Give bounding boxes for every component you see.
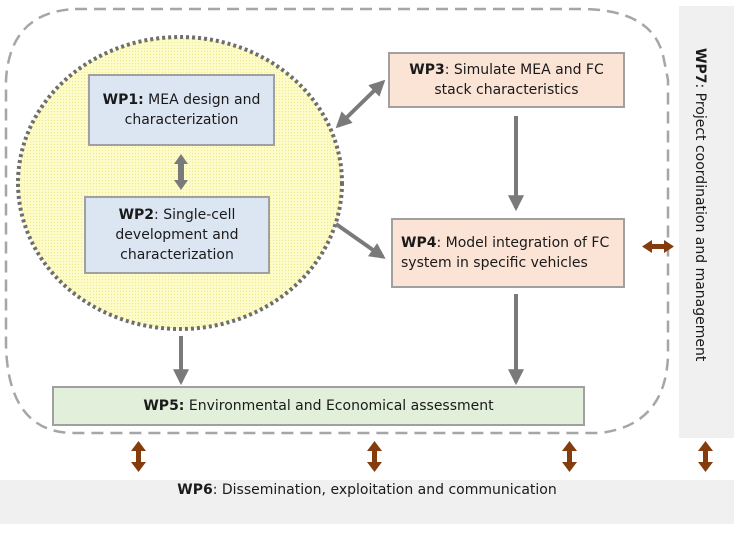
- wp4-box[interactable]: WP4: Model integration of FC system in s…: [391, 218, 625, 288]
- brown-arrow-1: [131, 441, 146, 472]
- wp7-label: WP7: Project coordination and management: [692, 48, 708, 362]
- wp6-band: [0, 480, 734, 524]
- wp5-label: WP5: Environmental and Economical assess…: [143, 398, 494, 414]
- wp6-label: WP6: Dissemination, exploitation and com…: [177, 482, 557, 498]
- wp4-label: WP4: Model integration of FC system in s…: [401, 235, 610, 271]
- wp1-label: WP1: MEA design and characterization: [102, 92, 261, 128]
- wp3-label: WP3: Simulate MEA and FC stack character…: [409, 62, 604, 98]
- wp1-wp2-arrow: [174, 154, 188, 190]
- brown-arrow-2: [367, 441, 382, 472]
- brown-arrow-wp7-horizontal: [642, 240, 674, 253]
- outer-dashed-border: [4, 7, 670, 435]
- circle-wp4-arrow: [334, 222, 386, 259]
- circle-wp3-arrow: [335, 79, 386, 129]
- wp2-label: WP2: Single-cell development and charact…: [115, 207, 239, 263]
- wp3-box[interactable]: WP3: Simulate MEA and FC stack character…: [388, 52, 625, 108]
- wp5-box[interactable]: WP5: Environmental and Economical assess…: [52, 386, 585, 426]
- wp1-box[interactable]: WP1: MEA design and characterization: [88, 74, 275, 146]
- brown-arrow-4: [698, 441, 713, 472]
- wp7-band: [679, 6, 734, 438]
- wp2-box[interactable]: WP2: Single-cell development and charact…: [84, 196, 270, 274]
- brown-arrow-3: [562, 441, 577, 472]
